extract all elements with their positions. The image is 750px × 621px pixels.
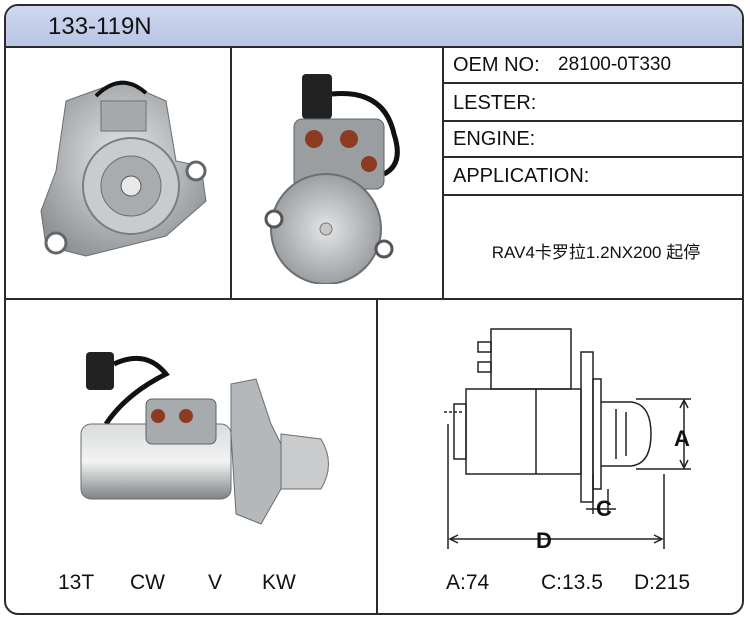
divider [442, 120, 742, 122]
divider [376, 298, 378, 613]
oem-value: 28100-0T330 [558, 54, 672, 75]
divider [442, 194, 742, 196]
dim-label-d: D [536, 528, 552, 553]
spec-power: KW [262, 571, 296, 594]
lester-row: LESTER: [446, 86, 742, 122]
dim-label-a: A [674, 426, 690, 451]
divider [230, 46, 232, 298]
application-label: APPLICATION: [453, 165, 590, 187]
spec-rotation: CW [130, 571, 165, 594]
oem-row: OEM NO: 28100-0T330 [446, 48, 742, 84]
starter-side-photo [80, 352, 329, 525]
header-bar: 133-119N [6, 6, 742, 48]
product-card: 133-119N [4, 4, 744, 615]
starter-front-photo [40, 80, 207, 257]
spec-voltage: V [208, 571, 223, 594]
spec-a: A:74 [446, 571, 490, 594]
starter-rear-photo [264, 74, 400, 284]
spec-d: D:215 [634, 571, 691, 594]
divider [442, 82, 742, 84]
lester-label: LESTER: [453, 92, 537, 114]
divider [6, 298, 742, 300]
spec-c: C:13.5 [541, 571, 603, 594]
dimension-diagram [444, 328, 691, 549]
spec-teeth: 13T [58, 571, 95, 594]
dim-label-c: C [596, 496, 612, 521]
engine-label: ENGINE: [453, 128, 536, 150]
divider [442, 46, 444, 298]
oem-label: OEM NO: [453, 54, 540, 76]
application-row: APPLICATION: [446, 159, 742, 195]
divider [442, 156, 742, 158]
engine-row: ENGINE: [446, 122, 742, 158]
application-value: RAV4卡罗拉1.2NX200 起停 [491, 243, 701, 262]
product-code: 133-119N [48, 13, 152, 40]
